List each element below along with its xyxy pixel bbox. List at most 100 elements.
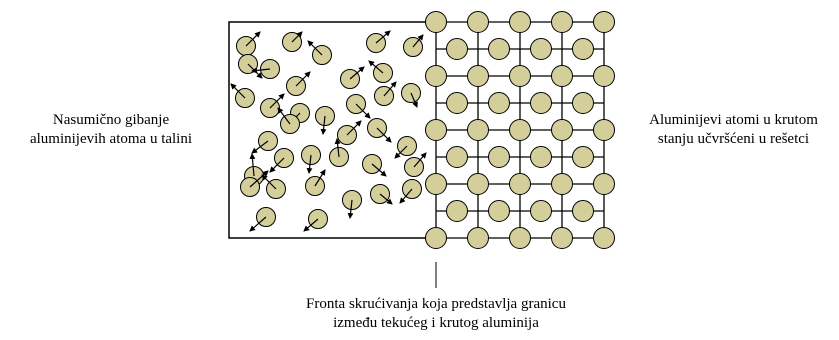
liquid-atom	[277, 107, 300, 134]
solid-atom	[572, 146, 594, 168]
solid-atom	[467, 65, 489, 87]
liquid-atom	[362, 154, 387, 177]
solid-atom	[593, 119, 615, 141]
solid-atom	[425, 227, 447, 249]
solid-atom	[425, 119, 447, 141]
solid-atom	[509, 11, 531, 33]
liquid-atom	[251, 59, 280, 79]
solid-atom	[467, 227, 489, 249]
solid-atom	[593, 173, 615, 195]
motion-arrow	[249, 153, 256, 177]
motion-arrow	[269, 93, 285, 109]
solid-atom	[509, 119, 531, 141]
solid-atom	[446, 200, 468, 222]
solid-atom	[530, 38, 552, 60]
motion-arrow	[291, 31, 303, 43]
front-label-line-1: Fronta skrućivanja koja predstavlja gran…	[306, 296, 566, 312]
solid-atom	[593, 65, 615, 87]
solid-atom	[551, 173, 573, 195]
motion-arrow	[249, 170, 269, 188]
liquid-atom	[329, 138, 349, 167]
liquid-atom	[269, 148, 294, 173]
liquid-atom	[340, 66, 365, 89]
solid-atom	[551, 227, 573, 249]
solid-atom	[425, 173, 447, 195]
motion-arrow	[346, 120, 362, 136]
motion-arrow	[307, 40, 323, 56]
melt-label-line-2: aluminijevih atoma u talini	[29, 131, 193, 147]
liquid-atom	[282, 31, 303, 52]
liquid-atom	[303, 209, 328, 232]
liquid-atom	[374, 81, 397, 106]
motion-arrow	[412, 34, 424, 48]
solid-atom	[509, 173, 531, 195]
motion-arrow	[349, 66, 365, 80]
solid-atom	[446, 38, 468, 60]
solid-label-line-2: stanju učvršćeni u rešetci	[657, 131, 810, 147]
liquid-atom	[236, 31, 261, 56]
solid-atom	[530, 200, 552, 222]
liquid-atom	[315, 106, 335, 135]
motion-arrow	[334, 138, 341, 158]
solid-atom	[509, 227, 531, 249]
solid-atom	[446, 146, 468, 168]
motion-arrow	[394, 145, 408, 159]
motion-arrow	[368, 60, 384, 74]
liquid-atom	[305, 169, 326, 196]
solid-atom	[467, 119, 489, 141]
motion-arrow	[320, 115, 327, 135]
motion-arrow	[314, 169, 326, 187]
solid-atom	[551, 11, 573, 33]
motion-arrow	[347, 199, 354, 219]
liquid-atom	[301, 145, 321, 174]
liquid-atom	[286, 71, 311, 96]
motion-arrow	[295, 71, 311, 87]
liquid-atom	[403, 34, 424, 57]
liquid-atoms	[230, 30, 427, 232]
liquid-atom	[367, 118, 392, 143]
motion-arrow	[399, 188, 413, 204]
motion-arrow	[371, 163, 387, 177]
motion-arrow	[379, 193, 393, 205]
motion-arrow	[410, 92, 418, 108]
solid-atom	[488, 146, 510, 168]
solid-atom	[530, 146, 552, 168]
motion-arrow	[251, 67, 271, 74]
melt-random-motion-label: Nasumično gibanje aluminijevih atoma u t…	[2, 111, 220, 149]
motion-arrow	[303, 218, 319, 232]
solid-atom	[446, 92, 468, 114]
liquid-atom	[260, 93, 285, 118]
motion-arrow	[251, 140, 269, 154]
liquid-atom	[251, 131, 278, 154]
liquid-atom	[342, 190, 362, 219]
solid-atom	[467, 11, 489, 33]
motion-arrow	[249, 216, 267, 232]
motion-arrow	[269, 157, 285, 173]
solid-atom	[488, 92, 510, 114]
motion-arrow	[306, 154, 313, 174]
motion-arrow	[277, 107, 291, 125]
liquid-atom	[261, 174, 286, 199]
motion-arrow	[355, 103, 371, 119]
melt-box-outline	[228, 21, 436, 239]
liquid-atom	[307, 40, 332, 65]
liquid-atom	[366, 30, 391, 53]
solid-atom	[488, 200, 510, 222]
solid-atom	[530, 92, 552, 114]
solid-atom	[572, 38, 594, 60]
liquid-atom	[238, 54, 263, 79]
solid-label-line-1: Aluminijevi atomi u krutom	[649, 112, 818, 128]
liquid-atom	[404, 152, 427, 177]
liquid-atom	[370, 184, 393, 205]
front-label-line-2: između tekućeg i krutog aluminija	[333, 315, 539, 331]
motion-arrow	[413, 152, 427, 168]
melt-region	[228, 21, 436, 239]
liquid-atom	[399, 179, 422, 204]
solid-atom	[593, 227, 615, 249]
solid-atom	[425, 11, 447, 33]
solid-atom	[572, 92, 594, 114]
solidification-front-label: Fronta skrućivanja koja predstavlja gran…	[246, 295, 626, 333]
liquid-atom	[249, 207, 276, 232]
solid-atom	[488, 38, 510, 60]
